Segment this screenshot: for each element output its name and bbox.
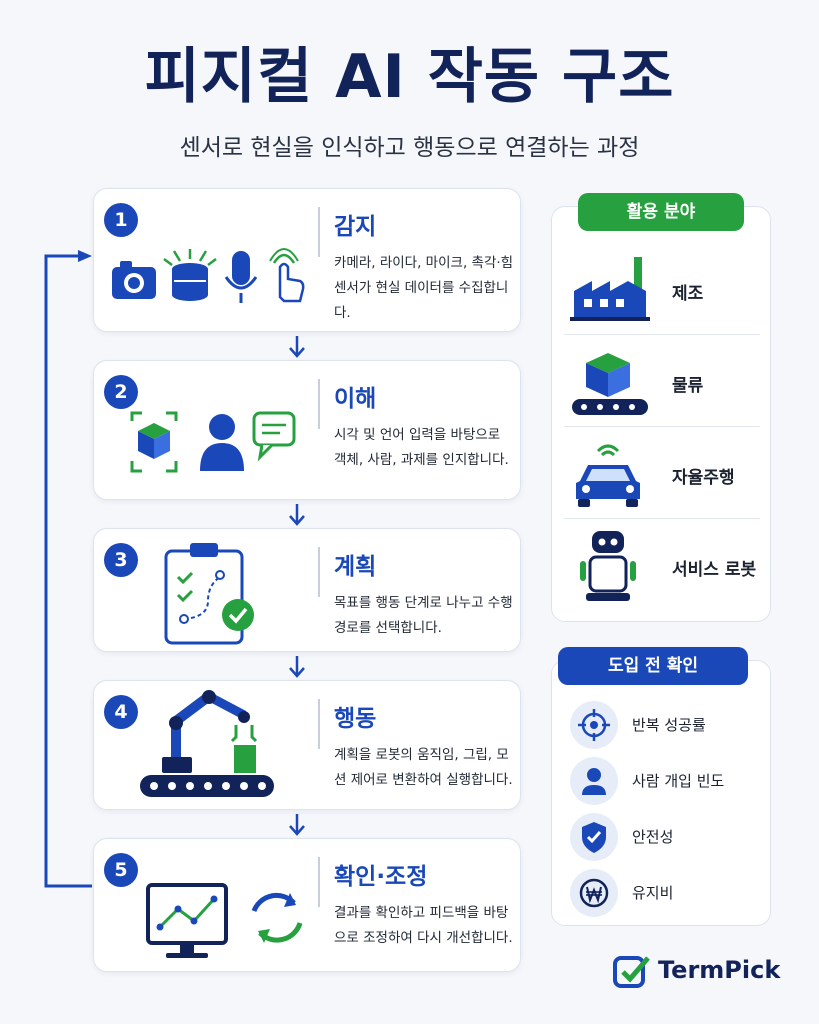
- target-icon: [578, 709, 610, 741]
- step-description: 목표를 행동 단계로 나누고 수행 경로를 선택합니다.: [334, 595, 513, 636]
- step-description: 계획을 로봇의 움직임, 그립, 모션 제어로 변환하여 실행합니다.: [334, 747, 513, 788]
- application-label: 제조: [672, 284, 704, 304]
- step-title: 이해: [334, 386, 377, 412]
- brand-name: TermPick: [658, 956, 781, 984]
- robot-arm-icon: [140, 690, 274, 797]
- step-card-check-adjust: 5 확인·조정 결과를 확인하고 피드백을 바탕으로 조정하여 다시 개선합니다…: [93, 838, 521, 972]
- step-number: 4: [104, 695, 138, 729]
- step-number: 2: [104, 375, 138, 409]
- checklist-label: 반복 성공률: [632, 716, 706, 734]
- checklist-label: 사람 개입 빈도: [632, 772, 725, 790]
- applications-panel: 제조 물류 자율주행 서비스 로봇: [551, 206, 771, 622]
- checklist-label: 안전성: [632, 828, 674, 846]
- car-icon: [576, 444, 640, 507]
- step-title: 행동: [334, 706, 377, 732]
- application-item-manufacturing: 제조: [564, 245, 760, 335]
- monitor-refresh-icons: [146, 883, 303, 958]
- application-item-service-robot: 서비스 로봇: [564, 521, 760, 611]
- step-number: 1: [104, 203, 138, 237]
- page-title: 피지컬 AI 작동 구조: [144, 42, 675, 112]
- factory-icon: [570, 257, 650, 321]
- feedback-loop-arrow: [44, 250, 92, 888]
- step-card-sense: 1 감지 카메라: [93, 188, 521, 332]
- sensor-icons: [112, 248, 305, 303]
- service-robot-icon: [580, 531, 636, 601]
- step-description: 시각 및 언어 입력을 바탕으로 객체, 사람, 과제를 인지합니다.: [334, 427, 509, 468]
- applications-heading: 활용 분야: [578, 193, 744, 231]
- checklist-label: 유지비: [632, 884, 674, 902]
- page-subtitle: 센서로 현실을 인식하고 행동으로 연결하는 과정: [179, 135, 640, 161]
- microphone-icon: [224, 251, 258, 303]
- application-item-autonomous-driving: 자율주행: [564, 429, 760, 519]
- object-detection-icon: [130, 411, 178, 473]
- checklist-heading: 도입 전 확인: [558, 647, 748, 685]
- touch-icon: [269, 248, 305, 303]
- arrow-down-icon: [289, 656, 305, 678]
- lidar-icon: [163, 249, 217, 301]
- monitor-chart-icon: [146, 883, 228, 958]
- arrow-down-icon: [289, 336, 305, 358]
- step-title: 감지: [334, 214, 377, 240]
- step-number: 3: [104, 543, 138, 577]
- shield-check-icon: [582, 822, 606, 853]
- step-card-act: 4 행동 계획을 로봇의 움직임, 그립, 모션 제어로 변환하여 실행합니다.: [93, 680, 521, 810]
- step-description: 결과를 확인하고 피드백을 바탕으로 조정하여 다시 개선합니다.: [334, 905, 513, 946]
- perception-icons: [130, 411, 296, 473]
- checklist-item: 안전성: [570, 813, 760, 869]
- refresh-icon: [251, 892, 303, 943]
- won-coin-icon: [579, 878, 609, 908]
- clipboard-plan-icon: [164, 543, 254, 645]
- conveyor-box-icon: [572, 353, 648, 415]
- person-icon: [582, 768, 606, 795]
- application-label: 서비스 로봇: [672, 560, 757, 580]
- arrow-down-icon: [289, 504, 305, 526]
- checkbox-logo-icon: [613, 956, 650, 988]
- chat-bubble-icon: [252, 411, 296, 462]
- checklist-panel: 반복 성공률 사람 개입 빈도 안전성 유지비: [551, 660, 771, 926]
- brand-logo: TermPick: [612, 952, 782, 992]
- application-item-logistics: 물류: [564, 337, 760, 427]
- checklist-item: 사람 개입 빈도: [570, 757, 760, 813]
- camera-icon: [112, 261, 156, 299]
- checklist-item: 유지비: [570, 869, 760, 925]
- application-label: 자율주행: [672, 468, 735, 488]
- application-label: 물류: [672, 376, 704, 396]
- step-number: 5: [104, 853, 138, 887]
- step-title: 확인·조정: [334, 864, 428, 890]
- step-title: 계획: [334, 554, 377, 580]
- arrow-down-icon: [289, 814, 305, 836]
- step-card-understand: 2 이해 시각 및 언어 입력을 바탕으로 객체, 사람, 과제를 인지합니다.: [93, 360, 521, 500]
- checklist-item: 반복 성공률: [570, 701, 760, 757]
- step-card-plan: 3 계획 목표를 행동 단계로 나누고 수행 경로를 선택합니다.: [93, 528, 521, 652]
- step-description: 카메라, 라이다, 마이크, 촉각·힘 센서가 현실 데이터를 수집합니다.: [334, 255, 514, 321]
- person-icon: [200, 414, 244, 471]
